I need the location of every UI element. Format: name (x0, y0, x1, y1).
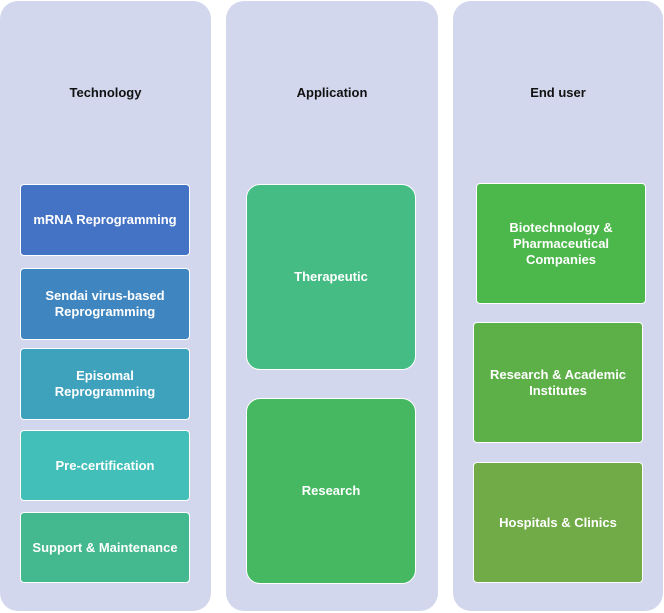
research-academic-box: Research & Academic Institutes (473, 322, 643, 443)
support-maintenance-box: Support & Maintenance (20, 512, 190, 583)
technology-column: Technology mRNA Reprogramming Sendai vir… (0, 1, 211, 611)
end-user-title: End user (530, 85, 586, 100)
application-column: Application Therapeutic Research (226, 1, 438, 611)
application-title: Application (296, 85, 368, 100)
mrna-reprogramming-box: mRNA Reprogramming (20, 184, 190, 256)
therapeutic-box: Therapeutic (246, 184, 416, 370)
sendai-virus-reprogramming-box: Sendai virus-based Reprogramming (20, 268, 190, 340)
episomal-reprogramming-box: Episomal Reprogramming (20, 348, 190, 420)
research-box: Research (246, 398, 416, 584)
pre-certification-box: Pre-certification (20, 430, 190, 501)
biotech-pharma-box: Biotechnology & Pharmaceutical Companies (476, 183, 646, 304)
end-user-column: End user Biotechnology & Pharmaceutical … (453, 1, 663, 611)
technology-title: Technology (69, 85, 142, 100)
hospitals-clinics-box: Hospitals & Clinics (473, 462, 643, 583)
